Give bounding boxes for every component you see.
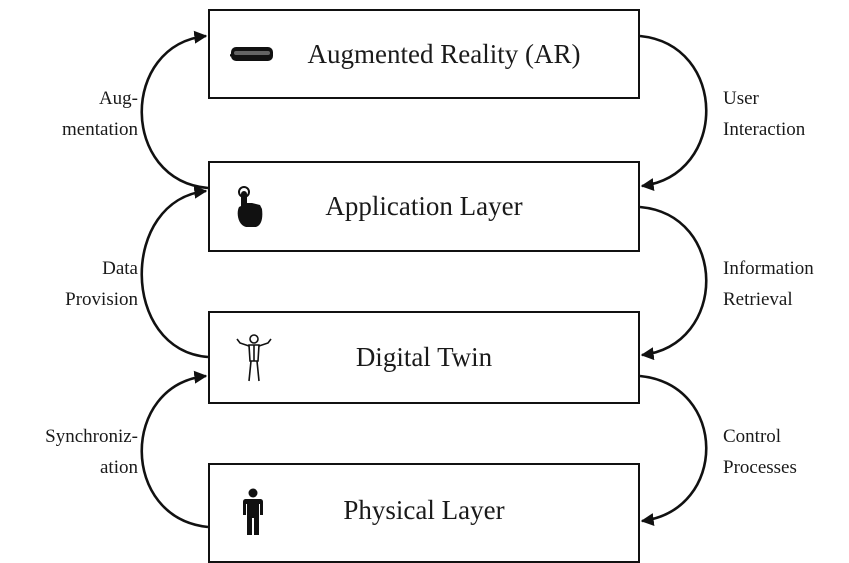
touch-hand-icon <box>232 185 266 229</box>
digital-twin-layer-box: Digital Twin <box>208 311 640 404</box>
ar-layer-box: Augmented Reality (AR) <box>208 9 640 99</box>
arrow-user-interaction <box>639 34 708 191</box>
control-processes-label: Control Processes <box>723 426 797 478</box>
arrow-synchronization <box>140 370 209 529</box>
data-provision-label: Data Provision <box>65 258 138 310</box>
digital-twin-layer-label: Digital Twin <box>355 342 493 372</box>
vr-headset-icon <box>230 44 274 68</box>
physical-layer-label: Physical Layer <box>343 494 505 525</box>
ar-layer-label: Augmented Reality (AR) <box>307 38 581 69</box>
person-icon <box>242 488 264 536</box>
physical-layer-box: Physical Layer <box>208 463 640 563</box>
application-layer-box: Application Layer <box>208 161 640 252</box>
arrow-control-processes <box>639 374 708 526</box>
application-layer-label: Application Layer <box>325 191 523 221</box>
human-wireframe-icon <box>236 333 272 383</box>
arrow-information-retrieval <box>639 205 708 361</box>
augmentation-label: Aug- mentation <box>62 88 138 140</box>
synchronization-label: Synchroniz- ation <box>45 426 138 478</box>
arrow-augmentation <box>140 30 209 190</box>
arrow-data-provision <box>140 185 209 359</box>
user-interaction-label: User Interaction <box>723 88 806 140</box>
information-retrieval-label: Information Retrieval <box>723 258 814 310</box>
